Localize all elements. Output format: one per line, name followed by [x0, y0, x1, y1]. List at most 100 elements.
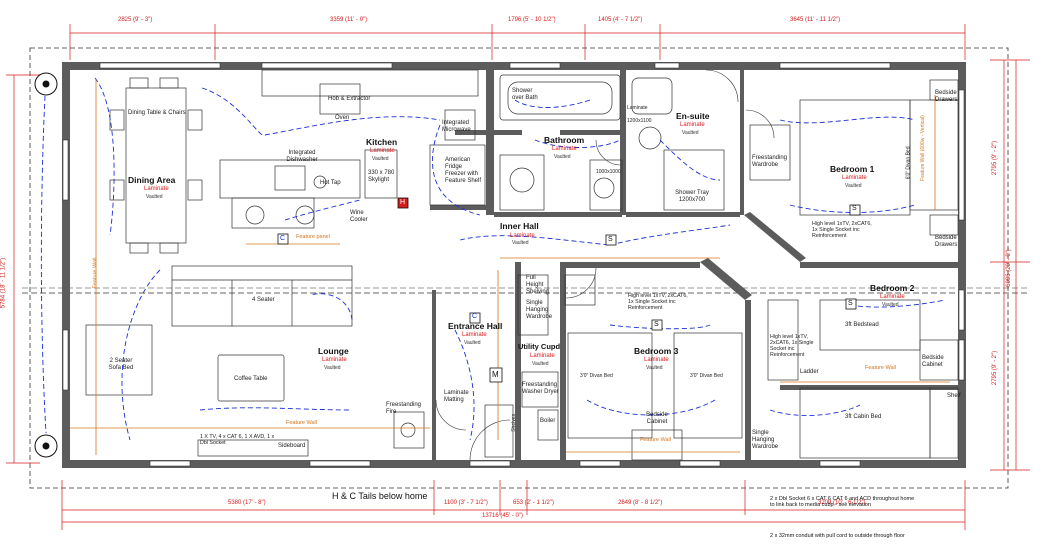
utility-floor: Laminate	[530, 353, 555, 359]
bed3-bed2: 3'0" Divan Bed	[690, 373, 723, 379]
dining-table-label: Dining Table & Chairs	[128, 110, 186, 116]
dining-feature-wall: Feature Wall	[92, 257, 99, 289]
ensuite-floor: Laminate	[680, 122, 705, 128]
bed3-high-level: High level 1xTV, 2xCAT6, 1x Single Socke…	[628, 293, 688, 312]
lounge-4-seater: 4 Seater	[252, 297, 275, 303]
kitchen-room-name: Kitchen	[366, 137, 398, 147]
dining-floor: Laminate	[144, 186, 169, 192]
bed3-feature-wall: Feature Wall	[640, 437, 671, 443]
ensuite-lam: Laminate	[627, 105, 648, 111]
door-swings	[435, 69, 775, 461]
marker-s-bed3: S	[654, 321, 659, 328]
bed1-room-name: Bedroom 1	[830, 164, 875, 174]
lounge-room-name: Lounge	[318, 346, 349, 356]
corner-posts	[34, 72, 58, 458]
entrance-laminate: Laminate Matting	[444, 390, 469, 403]
entrance-floor: Laminate	[462, 332, 487, 338]
marker-c-entrance: C	[472, 313, 478, 320]
windows	[62, 62, 965, 467]
bed3-floor: Laminate	[644, 357, 669, 363]
dim-top-3: 1796 (5' - 10 1/2")	[508, 17, 556, 23]
kitchen-ceiling: Vaulted	[372, 156, 389, 162]
lounge-sideboard: Sideboard	[278, 443, 306, 449]
dim-top-1: 2825 (9' - 3")	[118, 17, 153, 23]
top-dimension-lines	[6, 24, 1030, 530]
bed1-floor: Laminate	[842, 175, 867, 181]
bed1-drawers-bottom: Bedside Drawers	[935, 235, 958, 248]
bed2-room-name: Bedroom 2	[870, 283, 915, 293]
dim-bottom-2: 1100 (3' - 7 1/2")	[444, 500, 488, 506]
conduit-note: 2 x 32mm conduit with pull cord to outsi…	[770, 533, 905, 539]
socket-note: 2 x Dbl Socket 6 x CAT 6 CAT 6 and ACD t…	[770, 496, 915, 508]
ensuite-lamdim: 1200x1100	[627, 118, 652, 124]
entrance-wardrobe: Single Hanging Wardrobe	[526, 300, 553, 320]
ensuite-ceiling: Vaulted	[682, 130, 699, 136]
kitchen-winecooler: Wine Cooler	[350, 210, 368, 223]
utility-washer: Freestanding Washer Dryer	[522, 382, 559, 395]
ensuite-room-name: En-suite	[676, 111, 710, 121]
bed3-ceiling: Vaulted	[646, 365, 663, 371]
bed2-floor: Laminate	[880, 294, 905, 300]
bed1-drawers-top: Bedside Drawers	[935, 90, 958, 103]
lounge-ceiling: Vaulted	[324, 365, 341, 371]
bed1-wardrobe: Freestanding Wardrobe	[752, 155, 788, 168]
kitchen-skylight: 330 x 780 Skylight	[368, 170, 395, 183]
kitchen-hottap: Hot Tap	[320, 180, 341, 186]
kitchen-feature-panel: Feature panel	[296, 234, 330, 240]
dim-right-1: 2795 (9' - 2")	[992, 140, 999, 176]
bathroom-room-name: Bathroom	[544, 135, 585, 145]
entrance-shelving: Full Height Shelving	[526, 275, 550, 295]
bed2-high-level: High level 1xTV, 2xCAT6, 1x Single Socke…	[770, 334, 814, 359]
bed2-bed: 3ft Bedstead	[845, 322, 879, 328]
bed2-feature-wall: Feature Wall	[865, 365, 896, 371]
interior-walls	[430, 70, 958, 467]
dim-left: 5784 (18' - 11 1/2")	[0, 257, 7, 309]
bed2-cabinet: Bedside Cabinet	[922, 355, 944, 368]
bed1-ceiling: Vaulted	[845, 183, 862, 189]
angled-wall	[700, 258, 752, 300]
dim-top-5: 3645 (11' - 11 1/2")	[790, 17, 841, 23]
innerhall-floor: Laminate	[510, 233, 535, 239]
bed1-feature-wall: Feature Wall (600w - Vertical)	[919, 115, 926, 181]
service-markers	[277, 197, 861, 383]
utility-ceiling: Vaulted	[532, 361, 549, 367]
lounge-sockets: 1 X TV, 4 x CAT 6, 1 X AVD, 1 x Dbl Sock…	[200, 434, 275, 447]
marker-c-kitchen: C	[280, 235, 286, 242]
bed3-bed1: 3'0" Divan Bed	[580, 373, 613, 379]
kitchen-fridge: American Fridge Freezer with Feature She…	[445, 157, 482, 184]
bed2-ladder: Ladder	[800, 369, 819, 375]
bathroom-floor: Laminate	[552, 146, 577, 152]
dim-right-3: 2795 (9' - 2")	[992, 350, 999, 386]
innerhall-room-name: Inner Hall	[500, 221, 539, 231]
bed1-bed: 6'0" Divan Bed	[905, 146, 912, 180]
dim-bottom-5: 3209 (10' - 6 1/2")	[818, 500, 866, 506]
marker-s-bed1: S	[852, 205, 857, 212]
lounge-coffee-table: Coffee Table	[234, 376, 268, 382]
ensuite-tray: Shower Tray 1200x700	[675, 190, 709, 203]
kitchen-oven: Oven	[335, 115, 350, 121]
utility-room-name: Utility Cupd	[518, 342, 561, 351]
bathroom-tray: 1000x1000	[596, 169, 621, 175]
bed2-cabin: 3ft Cabin Bed	[845, 414, 882, 420]
dim-top-2: 3359 (11' - 0")	[330, 17, 368, 23]
dining-room-name: Dining Area	[128, 175, 176, 185]
bed3-room-name: Bedroom 3	[634, 346, 679, 356]
bed3-wardrobe: Single Hanging Wardrobe	[752, 430, 779, 450]
kitchen-microwave: Integrated Microwave	[442, 120, 471, 133]
kitchen-dishwasher: Integrated Dishwasher	[286, 150, 318, 163]
dining-ceiling: Vaulted	[146, 194, 163, 200]
bed1-high-level: High level 1xTV, 2xCAT6, 1x Single Socke…	[812, 221, 872, 240]
furniture	[85, 69, 959, 461]
dim-bottom-1: 5380 (17' - 8")	[228, 500, 266, 506]
dim-top-4: 1405 (4' - 7 1/2")	[598, 17, 643, 23]
marker-m: M	[492, 370, 499, 379]
dim-bottom-3: 653 (2' - 1 1/2")	[513, 500, 554, 506]
dim-total: 13716 (45' - 0")	[482, 513, 523, 519]
innerhall-ceiling: Vaulted	[512, 240, 529, 246]
entrance-ceiling: Vaulted	[464, 340, 481, 346]
bathroom-bath: Shower over Bath	[512, 88, 538, 101]
plot-outline	[29, 47, 1009, 489]
bed2-ceiling: Vaulted	[882, 302, 899, 308]
lounge-fire: Freestanding Fire	[386, 402, 422, 415]
